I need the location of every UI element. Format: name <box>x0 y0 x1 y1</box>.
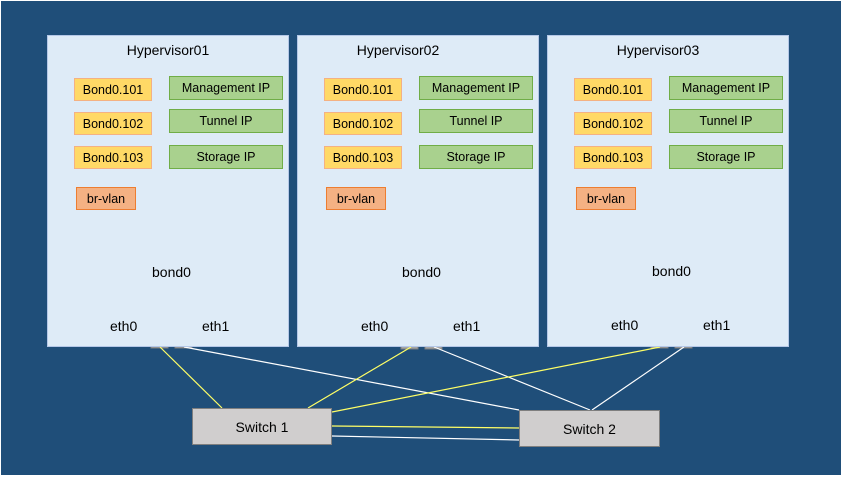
switch-1: Switch 1 <box>192 408 332 445</box>
vlan-interface-101: Bond0.101 <box>574 78 652 101</box>
vlan-interface-102: Bond0.102 <box>324 112 402 135</box>
link-hv1-eth1-switch2 <box>183 346 520 411</box>
link-hv2-eth1-switch2 <box>433 346 591 411</box>
management-ip-box: Management IP <box>169 76 283 100</box>
bond-label: bond0 <box>652 263 691 279</box>
tunnel-ip-box: Tunnel IP <box>419 109 533 133</box>
vlan-interface-101: Bond0.101 <box>324 78 402 101</box>
nic-label-eth0: eth0 <box>611 317 639 333</box>
storage-ip-box: Storage IP <box>669 145 783 169</box>
link-hv1-eth0-switch1 <box>159 346 223 409</box>
link-switch1-switch2-b <box>331 435 520 441</box>
nic-label-eth1: eth1 <box>202 318 230 334</box>
vlan-interface-101: Bond0.101 <box>74 78 152 101</box>
hypervisor-title-2: Hypervisor02 <box>356 42 440 58</box>
switch-2: Switch 2 <box>519 410 660 447</box>
bridge-vlan-box: br-vlan <box>76 187 136 210</box>
nic-label-eth1: eth1 <box>453 318 481 334</box>
link-hv3-eth1-switch2 <box>591 346 685 411</box>
link-hv3-eth0-switch1 <box>331 346 661 413</box>
tunnel-ip-box: Tunnel IP <box>169 109 283 133</box>
bond-label: bond0 <box>152 264 191 280</box>
bridge-vlan-box: br-vlan <box>576 187 636 210</box>
nic-label-eth1: eth1 <box>703 317 731 333</box>
management-ip-box: Management IP <box>669 76 783 100</box>
vlan-interface-103: Bond0.103 <box>324 146 402 169</box>
hypervisor-title-3: Hypervisor03 <box>616 42 700 58</box>
link-switch1-switch2-a <box>331 425 520 429</box>
bond-label: bond0 <box>402 264 441 280</box>
vlan-interface-103: Bond0.103 <box>574 146 652 169</box>
hypervisor-title-1: Hypervisor01 <box>126 42 210 58</box>
vlan-interface-102: Bond0.102 <box>574 112 652 135</box>
management-ip-box: Management IP <box>419 76 533 100</box>
bridge-vlan-box: br-vlan <box>326 187 386 210</box>
link-hv2-eth0-switch1 <box>307 346 412 409</box>
nic-label-eth0: eth0 <box>110 318 138 334</box>
tunnel-ip-box: Tunnel IP <box>669 109 783 133</box>
vlan-interface-102: Bond0.102 <box>74 112 152 135</box>
storage-ip-box: Storage IP <box>419 145 533 169</box>
nic-label-eth0: eth0 <box>361 318 389 334</box>
vlan-interface-103: Bond0.103 <box>74 146 152 169</box>
storage-ip-box: Storage IP <box>169 145 283 169</box>
